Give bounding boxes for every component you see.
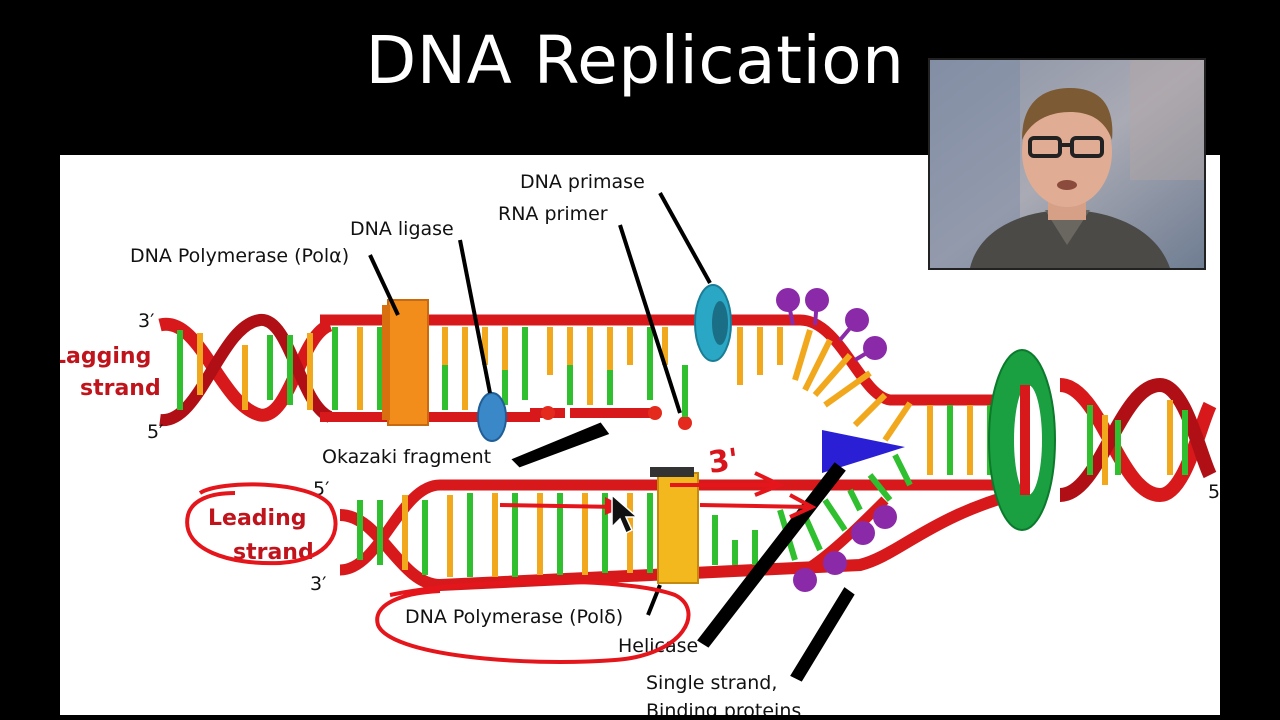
handwritten-3prime: 3' — [706, 442, 741, 481]
label-dna-primase: DNA primase — [520, 171, 645, 193]
parent-helix — [1058, 377, 1217, 503]
label-3prime-bottom: 3′ — [310, 573, 326, 595]
hand-annotations: 3' — [185, 442, 817, 664]
leading-strand-region — [339, 453, 1032, 592]
label-ssb-line2: Binding proteins — [646, 700, 801, 715]
label-ssb-line1: Single strand, — [646, 672, 777, 694]
label-helicase: Helicase — [618, 635, 698, 657]
label-5prime-top: 5′ — [147, 421, 163, 443]
replication-fork-diagram: DNA primase RNA primer DNA ligase DNA Po… — [60, 171, 1220, 715]
ssb-proteins-bottom — [793, 505, 897, 592]
label-lagging-line2: strand — [80, 376, 161, 401]
polymerase-delta — [650, 467, 699, 584]
label-dna-ligase: DNA ligase — [350, 218, 454, 240]
helicase-arrow — [822, 430, 905, 473]
polymerase-alpha — [382, 299, 429, 426]
label-pol-delta: DNA Polymerase (Polδ) — [405, 606, 623, 628]
label-okazaki: Okazaki fragment — [322, 446, 491, 468]
label-leading-line1: Leading — [208, 506, 306, 531]
label-5prime-right: 5′ — [1208, 481, 1220, 503]
dna-ligase — [477, 392, 507, 442]
dna-primase — [694, 284, 732, 362]
mouse-cursor-icon — [611, 493, 639, 535]
presenter-image — [930, 60, 1204, 268]
slide-title: DNA Replication — [365, 22, 905, 99]
presenter-webcam — [928, 58, 1206, 270]
lagging-strand-region — [158, 314, 1030, 475]
label-lagging-line1: Lagging — [60, 344, 151, 369]
label-pol-alpha: DNA Polymerase (Polα) — [130, 245, 349, 267]
green-ring-protein — [988, 349, 1056, 531]
ssb-proteins-top — [776, 288, 887, 362]
label-3prime-top: 3′ — [138, 310, 154, 332]
label-rna-primer: RNA primer — [498, 203, 608, 225]
